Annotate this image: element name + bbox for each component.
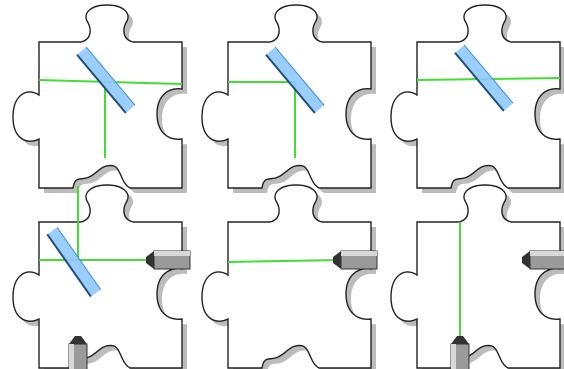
- mirror-icon: [265, 46, 325, 114]
- laser-emitter-icon: [333, 250, 378, 270]
- puzzle-tile-5[interactable]: [191, 184, 381, 369]
- puzzle-tile-1[interactable]: [2, 4, 192, 193]
- tile-body: [201, 184, 372, 369]
- tile-body: [390, 184, 561, 369]
- laser-emitter-icon: [522, 250, 564, 270]
- puzzle-tile-2[interactable]: [191, 4, 381, 193]
- puzzle-tile-3[interactable]: [380, 4, 564, 193]
- laser-emitter-icon: [450, 336, 470, 369]
- laser-beam: [227, 259, 342, 263]
- tile-body: [12, 184, 183, 369]
- laser-emitter-icon: [68, 336, 88, 369]
- laser-emitter-icon: [146, 250, 191, 270]
- tile-body: [390, 4, 561, 189]
- puzzle-tile-4[interactable]: [2, 184, 192, 369]
- puzzle-tile-6[interactable]: [380, 184, 564, 369]
- tile-body: [12, 4, 183, 189]
- mirror-icon: [76, 46, 136, 114]
- mirror-icon: [454, 44, 514, 112]
- mirror-icon: [46, 227, 102, 298]
- tile-body: [201, 4, 372, 189]
